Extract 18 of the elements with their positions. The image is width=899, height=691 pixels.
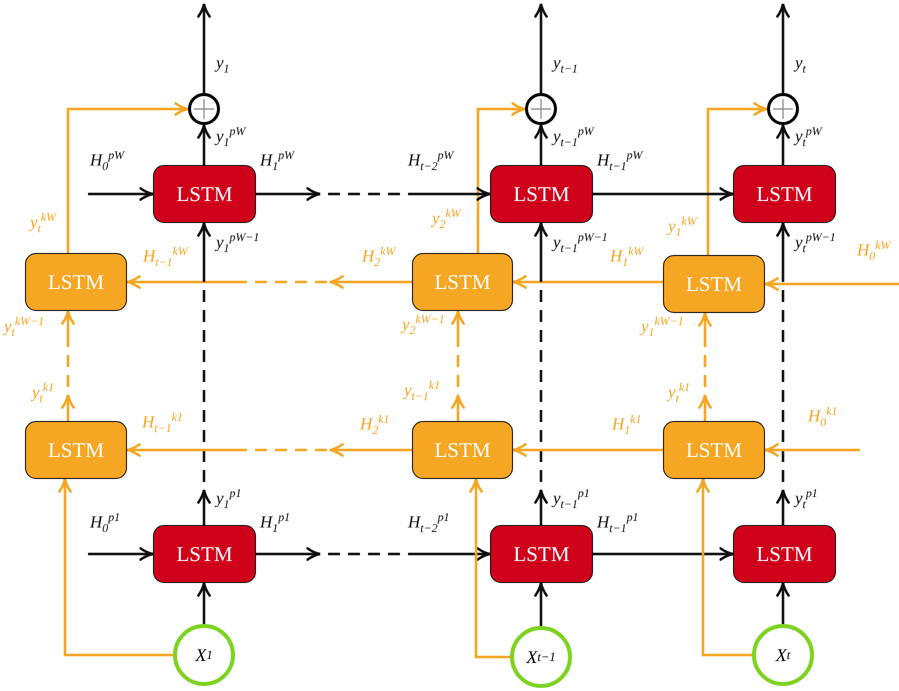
- lstm-block: LSTM: [733, 165, 836, 223]
- lstm-block: LSTM: [663, 255, 765, 313]
- edge-label: y$_{t}$: [795, 54, 806, 76]
- edge-label: y$_{t−1}$: [553, 54, 578, 76]
- edge-label: y$_{1}$: [216, 54, 230, 76]
- lstm-block: LSTM: [412, 421, 513, 479]
- lstm-block: LSTM: [412, 253, 513, 311]
- lstm-block: LSTM: [25, 253, 127, 311]
- sum-circle: [188, 93, 220, 125]
- lstm-block: LSTM: [490, 165, 593, 223]
- sum-circle: [525, 93, 557, 125]
- lstm-block: LSTM: [153, 165, 256, 223]
- lstm-block: LSTM: [25, 421, 127, 479]
- lstm-block: LSTM: [663, 421, 765, 479]
- lstm-block: LSTM: [490, 525, 593, 583]
- lstm-block: LSTM: [733, 525, 836, 583]
- lstm-block: LSTM: [153, 525, 256, 583]
- sum-circle: [767, 93, 799, 125]
